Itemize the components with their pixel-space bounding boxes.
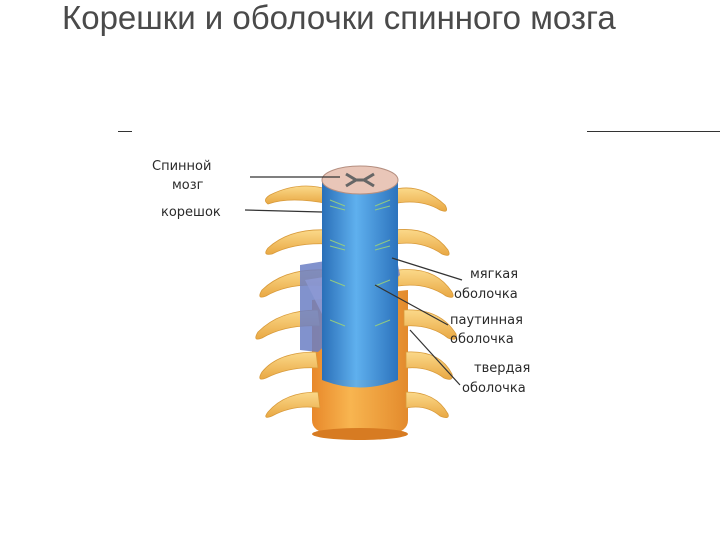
label-root: корешок — [161, 205, 221, 220]
label-spinal-cord-line1: Спинной — [152, 159, 211, 174]
label-spinal-cord-line2: мозг — [172, 178, 204, 193]
nerve-roots-left — [255, 185, 331, 418]
label-dura-line2: оболочка — [462, 381, 526, 396]
label-pia-line2: оболочка — [454, 287, 518, 302]
nerve-roots-right — [391, 187, 457, 418]
leader-lines — [244, 176, 463, 386]
label-arachnoid-line2: оболочка — [450, 332, 514, 347]
label-dura-line1: твердая — [474, 361, 530, 376]
spinal-cord — [321, 165, 399, 388]
divider-right — [587, 131, 720, 132]
page-title: Корешки и оболочки спинного мозга — [62, 0, 616, 36]
label-pia-line1: мягкая — [470, 267, 518, 282]
divider-left — [118, 131, 132, 132]
label-arachnoid-line1: паутинная — [450, 313, 523, 328]
